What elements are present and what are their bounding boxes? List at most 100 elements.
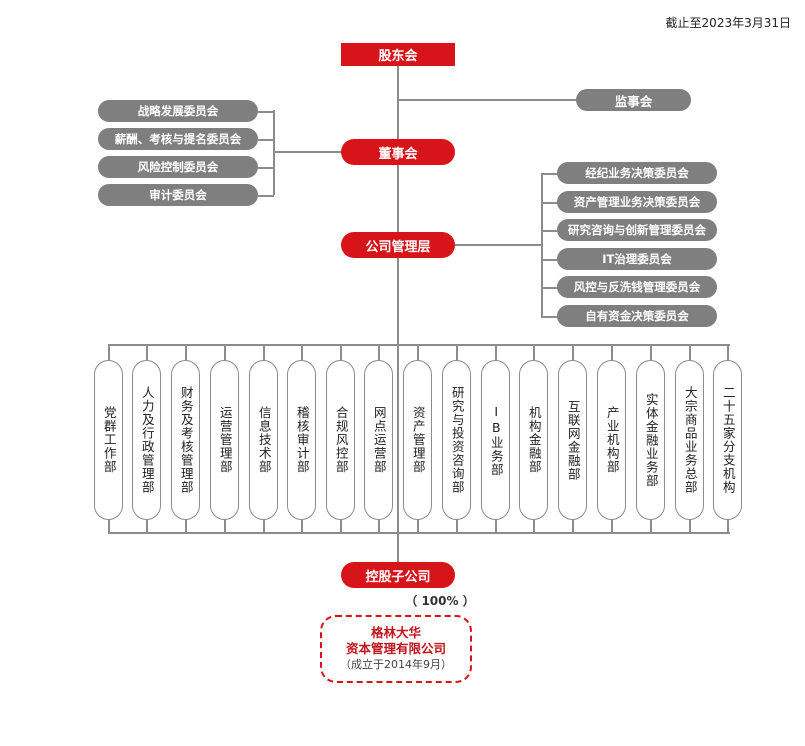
- dept-audit: 稽核审计部: [287, 360, 316, 520]
- supervisors-node: 监事会: [576, 89, 691, 111]
- department-stub-top: [263, 344, 265, 361]
- department-stub-bottom: [611, 519, 613, 533]
- department-stub-bottom: [689, 519, 691, 533]
- dept-finance: 财务及考核管理部: [171, 360, 200, 520]
- dept-compliance: 合规风控部: [326, 360, 355, 520]
- dept-research: 研究与投资咨询部: [442, 360, 471, 520]
- shareholders-node: 股东会: [341, 43, 455, 66]
- dept-ib: IB业务部: [481, 360, 510, 520]
- department-stub-bottom: [650, 519, 652, 533]
- department-stub-bottom: [263, 519, 265, 533]
- mgmt-committee-stub: [541, 316, 558, 318]
- department-stub-bottom: [378, 519, 380, 533]
- dept-internet-finance: 互联网金融部: [558, 360, 587, 520]
- department-stub-bottom: [727, 519, 729, 533]
- department-stub-bottom: [495, 519, 497, 533]
- dept-label: 运营管理部: [217, 406, 233, 474]
- department-stub-top: [727, 344, 729, 361]
- subsidiary-node: 控股子公司: [341, 562, 455, 588]
- department-stub-top: [417, 344, 419, 361]
- dept-label: 稽核审计部: [294, 406, 310, 474]
- subsidiary-share: （ 100% ）: [405, 594, 475, 608]
- department-stub-bottom: [456, 519, 458, 533]
- board-committee-strategy: 战略发展委员会: [98, 100, 258, 122]
- date-note: 截止至2023年3月31日: [665, 16, 791, 30]
- subsidiary-name-line1: 格林大华: [370, 625, 421, 640]
- mgmt-committee-risk-aml: 风控与反洗钱管理委员会: [557, 276, 717, 298]
- department-stub-bottom: [146, 519, 148, 533]
- dept-asset-mgmt: 资产管理部: [403, 360, 432, 520]
- mgmt-committee-proprietary: 自有资金决策委员会: [557, 305, 717, 327]
- department-stub-top: [340, 344, 342, 361]
- board-committee-risk: 风险控制委员会: [98, 156, 258, 178]
- department-stub-bottom: [301, 519, 303, 533]
- department-stub-bottom: [108, 519, 110, 533]
- department-stub-top: [146, 344, 148, 361]
- department-stub-top: [533, 344, 535, 361]
- department-stub-top: [456, 344, 458, 361]
- department-stub-bottom: [340, 519, 342, 533]
- supervisor-connector: [398, 99, 578, 101]
- department-stub-bottom: [185, 519, 187, 533]
- subsidiary-established: （成立于2014年9月）: [340, 658, 452, 671]
- main-trunk-line: [397, 64, 399, 566]
- dept-label: 人力及行政管理部: [139, 386, 155, 494]
- mgmt-committee-stub: [541, 259, 558, 261]
- board-node: 董事会: [341, 139, 455, 165]
- subsidiary-company: 格林大华 资本管理有限公司 （成立于2014年9月）: [320, 615, 472, 683]
- mgmt-committee-brokerage: 经纪业务决策委员会: [557, 162, 717, 184]
- dept-label: 资产管理部: [410, 406, 426, 474]
- department-stub-bottom: [533, 519, 535, 533]
- dept-label: 合规风控部: [333, 406, 349, 474]
- dept-institutional: 机构金融部: [519, 360, 548, 520]
- department-stub-top: [108, 344, 110, 361]
- board-committee-stub: [258, 111, 274, 113]
- dept-industry: 产业机构部: [597, 360, 626, 520]
- mgmt-committee-stub: [541, 287, 558, 289]
- department-stub-top: [572, 344, 574, 361]
- mgmt-committee-stub: [541, 230, 558, 232]
- dept-label: 实体金融业务部: [643, 392, 659, 488]
- board-committee-stub: [258, 139, 274, 141]
- board-committee-link: [273, 151, 343, 153]
- dept-label: 网点运营部: [371, 406, 387, 474]
- dept-branches: 二十五家分支机构: [713, 360, 742, 520]
- board-committee-stub: [258, 195, 274, 197]
- dept-label: 党群工作部: [101, 406, 117, 474]
- dept-label: 二十五家分支机构: [720, 386, 736, 494]
- dept-label: 机构金融部: [526, 406, 542, 474]
- department-stub-top: [185, 344, 187, 361]
- department-stub-top: [378, 344, 380, 361]
- board-committee-audit: 审计委员会: [98, 184, 258, 206]
- mgmt-committee-stub: [541, 202, 558, 204]
- dept-label: 互联网金融部: [565, 399, 581, 481]
- department-stub-top: [224, 344, 226, 361]
- mgmt-committee-stub: [541, 173, 558, 175]
- department-bus-bottom: [108, 532, 730, 534]
- dept-label: 财务及考核管理部: [178, 386, 194, 494]
- dept-label: 研究与投资咨询部: [449, 386, 465, 494]
- dept-branch-ops: 网点运营部: [364, 360, 393, 520]
- dept-operations: 运营管理部: [210, 360, 239, 520]
- dept-hr-admin: 人力及行政管理部: [132, 360, 161, 520]
- department-stub-bottom: [417, 519, 419, 533]
- dept-label: 大宗商品业务总部: [682, 386, 698, 494]
- mgmt-committee-link: [455, 244, 542, 246]
- department-stub-top: [301, 344, 303, 361]
- dept-label: 信息技术部: [256, 406, 272, 474]
- department-stub-bottom: [224, 519, 226, 533]
- dept-commodities: 大宗商品业务总部: [675, 360, 704, 520]
- department-stub-top: [650, 344, 652, 361]
- department-bus-top: [108, 344, 730, 346]
- dept-party-affairs: 党群工作部: [94, 360, 123, 520]
- dept-label: IB业务部: [488, 403, 504, 477]
- department-stub-top: [611, 344, 613, 361]
- subsidiary-name-line2: 资本管理有限公司: [345, 641, 446, 656]
- dept-it: 信息技术部: [249, 360, 278, 520]
- board-committee-stub: [258, 167, 274, 169]
- mgmt-committee-it: IT治理委员会: [557, 248, 717, 270]
- board-committee-compensation: 薪酬、考核与提名委员会: [98, 128, 258, 150]
- board-committee-bus: [273, 110, 275, 195]
- dept-label: 产业机构部: [604, 406, 620, 474]
